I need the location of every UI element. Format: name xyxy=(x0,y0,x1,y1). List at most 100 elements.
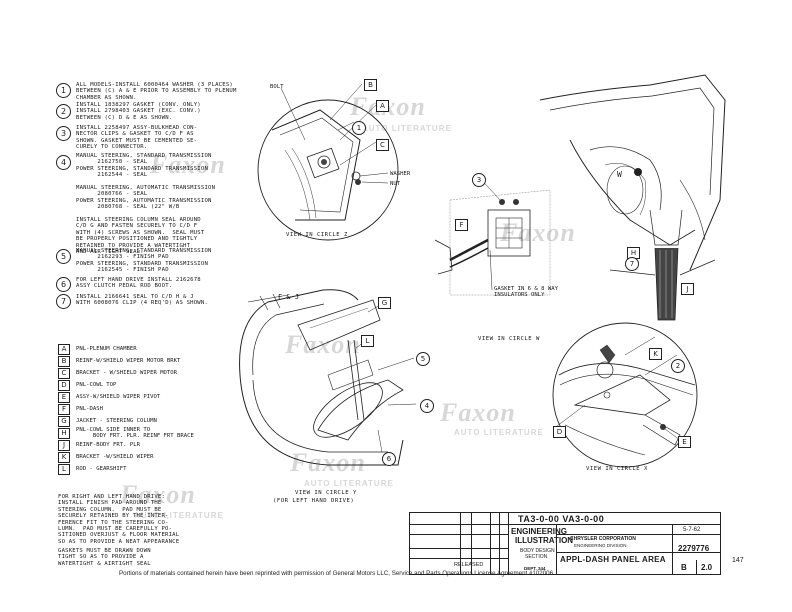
callout-c: C xyxy=(376,139,389,151)
note-text: MANUAL STEERING, STANDARD TRANSMISSION 2… xyxy=(76,153,216,256)
callout-j: J xyxy=(681,283,694,295)
right-divider xyxy=(672,524,673,575)
note-text: INSTALL 2258497 ASSY-BULKHEAD CON- NECTO… xyxy=(76,125,198,151)
drawing-title: APPL-DASH PANEL AREA xyxy=(560,555,666,564)
callout-2: 2 xyxy=(671,359,685,373)
watermark-logo: Faxon xyxy=(290,448,366,477)
gasket-note: GASKETS MUST BE DRAWN DOWN TIGHT SO AS T… xyxy=(58,548,151,567)
callout-f: F xyxy=(455,219,468,231)
callout-7: 7 xyxy=(625,257,639,271)
view-w-caption: VIEW IN CIRCLE W xyxy=(478,336,540,342)
legend-text: PNL-DASH xyxy=(76,406,103,412)
legend-text: BRACKET - W/SHIELD WIPER MOTOR xyxy=(76,370,178,376)
callout-g: G xyxy=(378,297,391,309)
note-number: 4 xyxy=(56,155,71,170)
legend-text: JACKET - STEERING COLUMN xyxy=(76,418,157,424)
legend-text: PNL-PLENUM CHAMBER xyxy=(76,346,137,352)
mid-line xyxy=(556,534,721,535)
view-y-caption: VIEW IN CIRCLE Y xyxy=(295,490,357,496)
legend-key: J xyxy=(58,440,70,451)
watermark-text: AUTO LITERATURE xyxy=(362,124,452,133)
note-number: 6 xyxy=(56,277,71,292)
legend-key: E xyxy=(58,392,70,403)
view-z-drawing xyxy=(257,83,399,241)
legend-text: BRACKET -W/SHIELD WIPER xyxy=(76,454,154,460)
washer-label: WASHER xyxy=(390,171,411,177)
nut-label: NUT xyxy=(390,181,401,187)
number-row-line xyxy=(509,524,721,525)
note-text: INSTALL 1838297 GASKET (CONV. ONLY) INST… xyxy=(76,102,201,121)
legend-key: D xyxy=(58,380,70,391)
callout-b: B xyxy=(364,79,377,91)
mid-line xyxy=(556,552,721,553)
view-z-caption: VIEW IN CIRCLE Z xyxy=(286,232,348,238)
legend-text: PNL-COWL SIDE INNER TO BODY FRT. PLR. RE… xyxy=(76,427,194,439)
watermark-logo: Faxon xyxy=(440,398,516,427)
eng-divider xyxy=(556,524,557,575)
note-text: ALL MODELS-INSTALL 6000464 WASHER (3 PLA… xyxy=(76,82,237,101)
f-j-markers: F & J xyxy=(278,293,300,301)
dept-label: DEPT. 344 xyxy=(524,566,546,571)
note-text: MANUAL STEERING, STANDARD TRANSMISSION 2… xyxy=(76,248,212,274)
section-label: SECTION xyxy=(525,554,548,560)
callout-d: D xyxy=(553,426,566,438)
legend-text: PNL-COWL TOP xyxy=(76,382,117,388)
date-value: 5-7-62 xyxy=(683,527,701,533)
bolt-label: BOLT xyxy=(270,84,284,90)
legend-text: ROD - GEARSHIFT xyxy=(76,466,127,472)
page-value: 2.0 xyxy=(701,563,713,572)
view-y-subcaption: (FOR LEFT HAND DRIVE) xyxy=(273,498,355,504)
model-numbers: TA3-0-00 VA3-0-00 xyxy=(518,514,605,524)
watermark-text: AUTO LITERATURE xyxy=(134,511,224,520)
note-number: 7 xyxy=(56,294,71,309)
footer-permission: Portions of materials contained herein h… xyxy=(119,570,554,577)
note-text: INSTALL 2166641 SEAL TO C/D H & J WITH 6… xyxy=(76,294,209,307)
drawing-number: 2279776 xyxy=(678,544,710,553)
revision-col xyxy=(460,512,472,575)
body-design-label: BODY DESIGN xyxy=(520,548,555,554)
callout-4: 4 xyxy=(420,399,434,413)
released-label: RELEASED xyxy=(454,562,484,568)
note-text: FOR LEFT HAND DRIVE INSTALL 2162678 ASSY… xyxy=(76,277,201,290)
legend-key: A xyxy=(58,344,70,355)
legend-key: L xyxy=(58,464,70,475)
engineering-label: ENGINEERING xyxy=(511,527,568,536)
legend-text: REINF-W/SHIELD WIPER MOTOR BRKT xyxy=(76,358,181,364)
view-x-drawing xyxy=(552,322,698,468)
callout-e: E xyxy=(678,436,691,448)
legend-key: G xyxy=(58,416,70,427)
callout-6: 6 xyxy=(382,452,396,466)
view-y-drawing xyxy=(239,289,417,466)
division-label: ENGINEERING DIVISION xyxy=(574,543,627,548)
note-number: 2 xyxy=(56,104,71,119)
callout-l: L xyxy=(361,335,374,347)
watermark-logo: Faxon xyxy=(150,150,226,179)
watermark-text: AUTO LITERATURE xyxy=(454,428,544,437)
sheet-number: 147 xyxy=(732,557,744,564)
company-label: CHRYSLER CORPORATION xyxy=(570,536,636,542)
revision-column xyxy=(409,512,509,575)
callout-3: 3 xyxy=(472,173,486,187)
watermark-text: AUTO LITERATURE xyxy=(304,479,394,488)
legend-key: K xyxy=(58,452,70,463)
section-value: B xyxy=(681,563,687,572)
callout-1: 1 xyxy=(352,121,366,135)
legend-key: H xyxy=(58,428,70,439)
view-x-caption: VIEW IN CIRCLE X xyxy=(586,466,648,472)
title-block-frame xyxy=(409,512,721,575)
legend-text: REINF-BODY FRT. PLR xyxy=(76,442,140,448)
revision-col xyxy=(490,512,500,575)
body-perspective-drawing xyxy=(539,74,726,321)
note-number: 5 xyxy=(56,249,71,264)
callout-5: 5 xyxy=(416,352,430,366)
note-number: 3 xyxy=(56,126,71,141)
callout-k: K xyxy=(649,348,662,360)
watermark-logo: Faxon xyxy=(500,218,576,247)
legend-key: B xyxy=(58,356,70,367)
legend-key: F xyxy=(58,404,70,415)
watermark-logo: Faxon xyxy=(120,480,196,509)
drive-note: FOR RIGHT AND LEFT HAND DRIVE: INSTALL F… xyxy=(58,494,180,545)
note-number: 1 xyxy=(56,83,71,98)
w-marker: W xyxy=(617,170,622,179)
view-w-drawing xyxy=(434,175,551,296)
